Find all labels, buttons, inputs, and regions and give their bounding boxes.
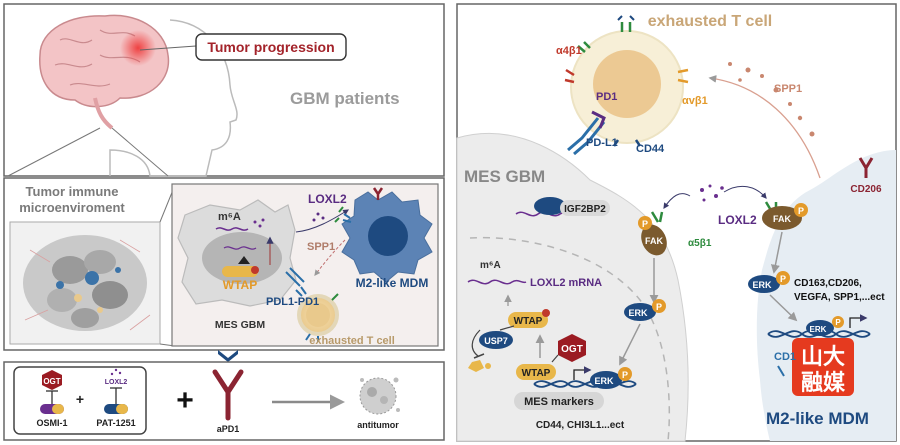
pat-label: PAT-1251 bbox=[96, 418, 135, 428]
m6a-right-label: m⁶A bbox=[480, 260, 501, 271]
pdl1-label: PD-L1 bbox=[586, 137, 618, 149]
igf2bp2-label: IGF2BP2 bbox=[564, 204, 606, 215]
fak-left-label: FAK bbox=[645, 236, 664, 246]
erk-gbm-label: ERK bbox=[628, 308, 648, 318]
spp1-left-label: SPP1 bbox=[307, 241, 335, 253]
loxl2-left-label: LOXL2 bbox=[308, 192, 347, 206]
mes-gbm-right-label: MES GBM bbox=[464, 167, 545, 186]
watermark-text-bottom: 融媒 bbox=[801, 370, 846, 395]
genes-line1: CD163,CD206, bbox=[794, 278, 862, 289]
apd1-label: aPD1 bbox=[217, 424, 240, 434]
fak-right-label: FAK bbox=[773, 214, 792, 224]
p-badge-fak-right: P bbox=[798, 206, 804, 216]
mes-markers-label: MES markers bbox=[524, 396, 594, 408]
genes-line2: VEGFA, SPP1,...ect bbox=[794, 292, 885, 303]
m2-mdm-left-label: M2-like MDM bbox=[356, 276, 429, 290]
a5b1-label: α5β1 bbox=[688, 238, 712, 249]
loxl2-therapy-label: LOXL2 bbox=[105, 379, 128, 386]
pdl1-pd1-left-label: PDL1-PD1 bbox=[266, 296, 319, 308]
p-badge-erk-gbm: P bbox=[656, 302, 662, 312]
tme-title-line1: Tumor immune bbox=[26, 184, 119, 199]
gbm-patients-label: GBM patients bbox=[290, 89, 400, 108]
ogt-therapy-label: OGT bbox=[43, 377, 60, 386]
exhausted-t-cell-right bbox=[564, 15, 689, 147]
tme-title-line2: microenviroment bbox=[19, 200, 125, 215]
a4b1-label: α4β1 bbox=[556, 45, 582, 57]
m2-mdm-cell: M2-like MDM bbox=[341, 187, 433, 290]
brain-icon bbox=[39, 14, 170, 130]
nucleus-boundary bbox=[469, 236, 671, 442]
mes-gbm-cell: m⁶A WTAP MES GBM bbox=[177, 199, 297, 331]
therapy-panel: OGT OSMI-1 + LOXL2 PAT-1251 + aPD1 antit… bbox=[3, 361, 445, 441]
tumor-progression-label: Tumor progression bbox=[207, 39, 334, 55]
dying-tumor-icon bbox=[359, 377, 400, 415]
erk-dna-gbm-label: ERK bbox=[594, 376, 614, 386]
avb1-label: αvβ1 bbox=[682, 95, 708, 107]
exhausted-t-cell-left bbox=[295, 286, 339, 342]
pd1-label: PD1 bbox=[596, 91, 617, 103]
wtap-label: WTAP bbox=[223, 278, 257, 292]
p-badge-erk-mdm: P bbox=[780, 274, 786, 284]
exhausted-t-cell-right-label: exhausted T cell bbox=[648, 13, 773, 30]
watermark-text-top: 山大 bbox=[801, 344, 845, 369]
ogt-right-hexagon-icon bbox=[558, 334, 586, 362]
loxl2-right-label: LOXL2 bbox=[718, 213, 757, 227]
erk-mdm-dna-label: ERK bbox=[810, 325, 827, 334]
loxl2-particles bbox=[700, 184, 724, 202]
usp7-label: USP7 bbox=[484, 336, 508, 346]
plus-sign-1: + bbox=[76, 391, 84, 407]
ogt-right-label: OGT bbox=[561, 344, 583, 355]
cd-list-label: CD44, CHI3L1...ect bbox=[536, 420, 625, 431]
cd1-label: CD1 bbox=[774, 351, 796, 363]
chevron-down-icon bbox=[218, 350, 238, 362]
shanda-watermark-logo: 山大 融媒 bbox=[792, 338, 854, 396]
wtap-bottom-label: WTAP bbox=[522, 368, 551, 379]
tumor-tissue-image bbox=[9, 221, 161, 345]
cd206-receptor-icon bbox=[858, 157, 874, 178]
osmi-label: OSMI-1 bbox=[36, 418, 67, 428]
wtap-top-label: WTAP bbox=[514, 316, 543, 327]
p-badge-erk-dna-gbm: P bbox=[622, 370, 628, 380]
antitumor-label: antitumor bbox=[357, 420, 399, 430]
spp1-particles bbox=[728, 62, 815, 137]
p-badge-fak-left: P bbox=[642, 219, 648, 229]
ogt-hexagon-icon bbox=[42, 370, 62, 390]
erk-mdm-label: ERK bbox=[752, 280, 772, 290]
mechanism-panel: exhausted T cell α4β1 PD1 αvβ1 SPP1 PD-L… bbox=[456, 3, 897, 442]
plus-sign-2: + bbox=[176, 384, 194, 417]
spp1-right-label: SPP1 bbox=[774, 83, 802, 95]
m2-mdm-right-label: M2-like MDM bbox=[766, 409, 869, 428]
cd206-label: CD206 bbox=[850, 184, 882, 195]
mes-gbm-cell-label: MES GBM bbox=[215, 319, 265, 331]
p-badge-erk-mdm-dna: P bbox=[835, 318, 841, 327]
exhausted-t-cell-left-label: exhausted T cell bbox=[309, 335, 395, 347]
gbm-patient-panel: Tumor progression GBM patients bbox=[3, 3, 445, 177]
m6a-label: m⁶A bbox=[218, 211, 241, 223]
loxl2-mrna-label: LOXL2 mRNA bbox=[530, 277, 602, 289]
tme-panel: Tumor immune microenviroment m⁶A bbox=[3, 177, 445, 351]
cd44-label: CD44 bbox=[636, 143, 665, 155]
